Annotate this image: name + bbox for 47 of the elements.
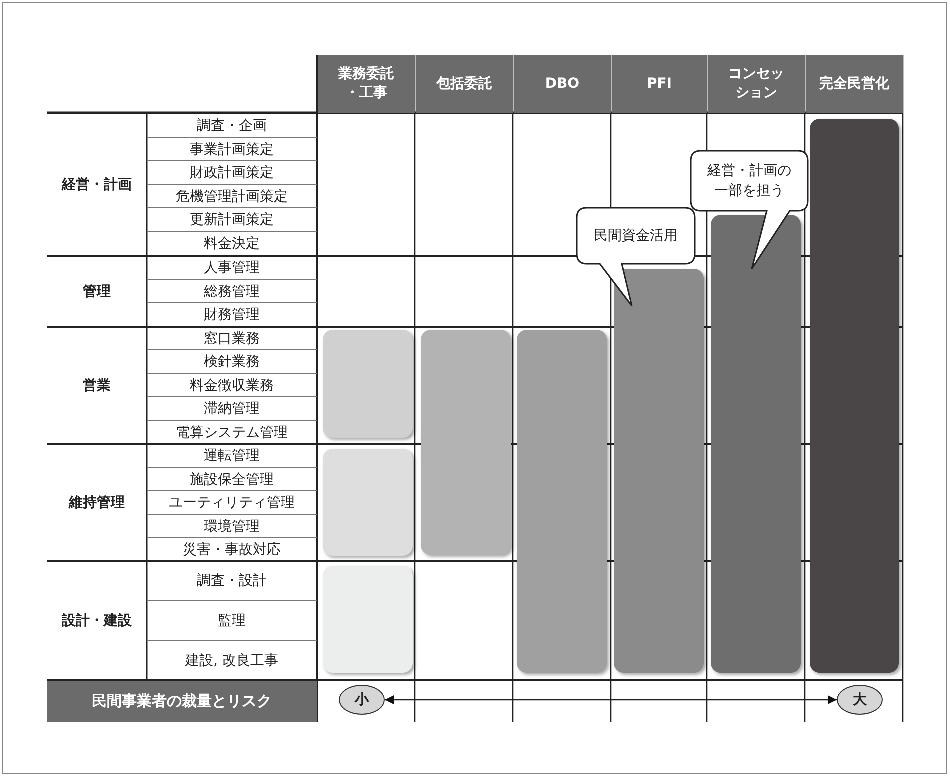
risk-axis-label: 民間事業者の裁量とリスク [47, 681, 317, 722]
task-label: ユーティリティ管理 [168, 494, 296, 512]
task-label: 施設保全管理 [189, 470, 275, 488]
scope-bar [323, 330, 413, 438]
scope-bar [517, 330, 607, 673]
category-label: 維持管理 [68, 494, 126, 512]
task-label: 運転管理 [203, 447, 261, 465]
task-label: 料金決定 [203, 235, 261, 253]
task-label: 総務管理 [203, 282, 261, 300]
task-label: 監理 [217, 612, 247, 630]
task-label: 財政計画策定 [189, 164, 275, 182]
scope-bar [323, 449, 413, 556]
task-label: 危機管理計画策定 [175, 188, 289, 206]
scope-bar [711, 215, 801, 673]
scope-bar [323, 566, 413, 673]
speech-bubble: 民間資金活用 [576, 207, 696, 307]
scale-end-marker: 小 [339, 685, 385, 715]
column-header: 完全民営化 [806, 55, 903, 113]
task-label: 環境管理 [203, 518, 261, 536]
category-label: 管理 [82, 282, 112, 302]
column-header: コンセッション [708, 55, 805, 113]
category-label: 設計・建設 [60, 612, 133, 630]
column-header: DBO [514, 55, 611, 113]
task-label: 人事管理 [203, 259, 261, 277]
task-label: 料金徴収業務 [189, 376, 275, 394]
scale-end-marker: 大 [837, 685, 883, 715]
task-label: 財務管理 [203, 306, 261, 324]
task-label: 建設, 改良工事 [184, 652, 280, 670]
task-label: 滞納管理 [203, 400, 261, 418]
column-header: PFI [612, 55, 707, 113]
scope-bar [614, 269, 704, 673]
double-arrow [385, 696, 837, 704]
task-label: 調査・企画 [196, 117, 268, 135]
scope-bar [421, 330, 511, 555]
task-label: 災害・事故対応 [182, 540, 282, 558]
task-label: 調査・設計 [196, 572, 268, 590]
column-header: 包括委託 [416, 55, 513, 113]
task-label: 事業計画策定 [189, 140, 275, 158]
speech-bubble: 経営・計画の一部を担う [690, 150, 809, 271]
task-label: 窓口業務 [203, 330, 261, 348]
task-label: 更新計画策定 [189, 211, 275, 229]
scope-bar [810, 119, 899, 673]
category-label: 営業 [82, 376, 112, 396]
task-label: 検針業務 [203, 353, 261, 371]
task-label: 電算システム管理 [175, 424, 289, 442]
category-label: 経営・計画 [60, 176, 133, 195]
column-header: 業務委託・工事 [318, 55, 415, 113]
